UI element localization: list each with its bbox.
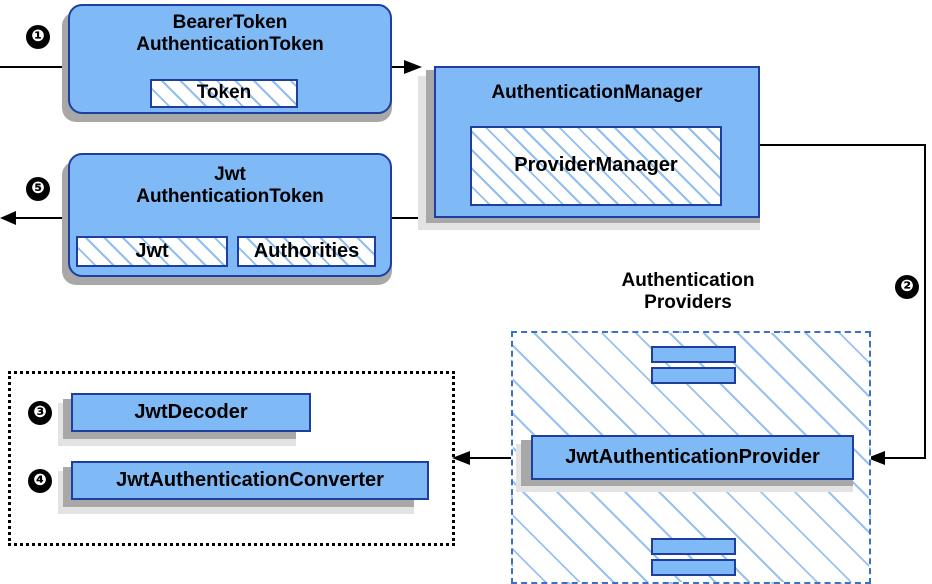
step-badge-5: ❺ (26, 177, 50, 201)
jwt-decoder-box (71, 393, 311, 432)
provider-stub-top-2 (651, 367, 736, 384)
provider-stub-bottom-2 (651, 559, 736, 576)
authentication-manager-field-provider-manager (470, 126, 722, 206)
jwt-authentication-converter-box (71, 461, 429, 500)
step-badge-1: ❶ (26, 25, 50, 49)
jwt-token-field-jwt (76, 236, 228, 267)
bearer-token-field-token (150, 79, 298, 108)
step-badge-4: ❹ (28, 469, 52, 493)
support-components-panel (8, 371, 455, 546)
jwt-authentication-provider-box (531, 435, 854, 480)
authentication-providers-title: Authentication Providers (621, 269, 755, 313)
connector-provider-to-support (452, 451, 516, 465)
provider-stub-top-1 (651, 346, 736, 363)
jwt-token-field-authorities (237, 236, 376, 267)
step-badge-2: ❷ (895, 275, 919, 299)
provider-stub-bottom-1 (651, 538, 736, 555)
step-badge-3: ❸ (28, 401, 52, 425)
